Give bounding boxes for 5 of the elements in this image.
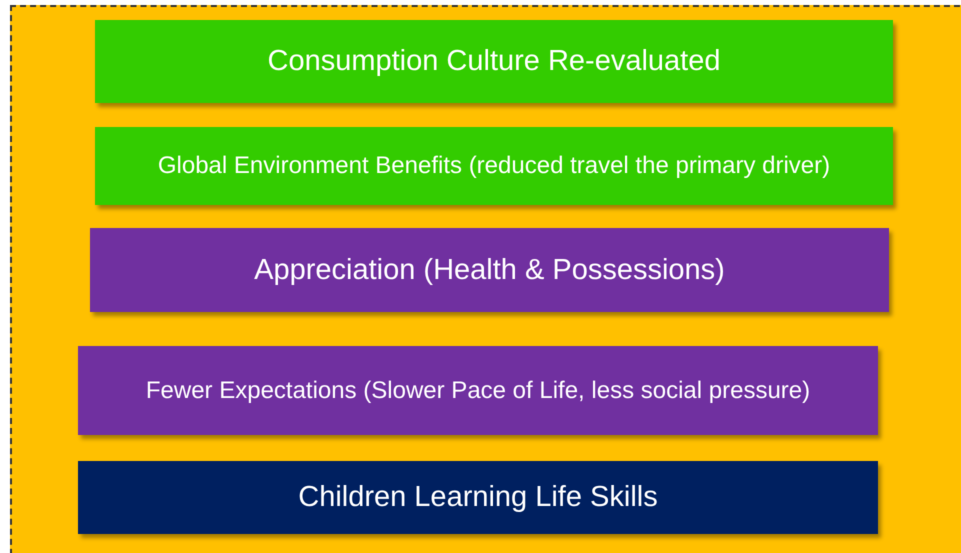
text-box: Fewer Expectations (Slower Pace of Life, less social pressure) [78,346,878,435]
text-box: Children Learning Life Skills [78,461,878,534]
text-box: Consumption Culture Re-evaluated [95,20,893,103]
text-box: Global Environment Benefits (reduced travel the primary driver) [95,127,893,205]
text-box: Appreciation (Health & Possessions) [90,228,889,312]
